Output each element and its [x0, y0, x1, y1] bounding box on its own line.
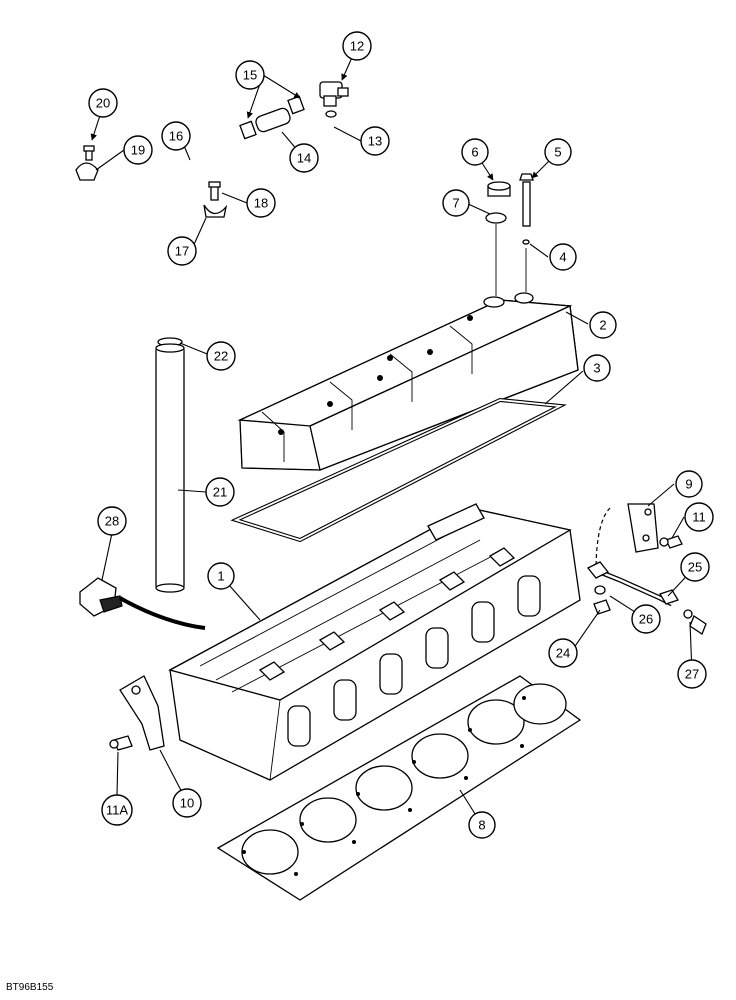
callout-16: 16: [161, 121, 191, 151]
plug-28: [79, 577, 206, 630]
callout-label: 27: [685, 667, 699, 682]
clamp-19: [75, 145, 99, 181]
callout-3: 3: [583, 354, 611, 382]
callout-label: 2: [599, 318, 606, 333]
callout-24: 24: [548, 638, 578, 668]
callout-7: 7: [442, 189, 470, 217]
callout-label: 8: [478, 818, 485, 833]
callout-27: 27: [677, 659, 707, 689]
tube-21: [155, 337, 185, 593]
breather-fitting: [319, 81, 349, 118]
callout-label: 1: [217, 569, 224, 584]
callout-label: 7: [452, 196, 459, 211]
callout-label: 25: [688, 560, 702, 575]
hose-and-clamps: [239, 95, 305, 140]
callout-label: 28: [105, 514, 119, 529]
callout-label: 13: [368, 134, 382, 149]
callout-26: 26: [631, 604, 661, 634]
callout-6: 6: [461, 138, 489, 166]
figure-reference-code: BT96B155: [6, 982, 54, 993]
callout-label: 15: [243, 68, 257, 83]
callout-11: 11: [684, 502, 714, 532]
valve-cover: [237, 292, 579, 471]
callout-2: 2: [589, 311, 617, 339]
callout-label: 19: [131, 143, 145, 158]
callout-4: 4: [549, 243, 577, 271]
callout-label: 12: [350, 39, 364, 54]
head-gasket: [216, 675, 582, 901]
callout-17: 17: [167, 236, 197, 266]
callout-11a: 11A: [101, 794, 133, 826]
callout-1: 1: [207, 562, 235, 590]
callout-label: 9: [685, 477, 692, 492]
callout-8: 8: [468, 811, 496, 839]
coolant-line: [586, 507, 707, 635]
callout-label: 14: [297, 151, 311, 166]
clamp-17: [203, 181, 228, 218]
callout-label: 5: [554, 145, 561, 160]
callout-19: 19: [123, 135, 153, 165]
callout-10: 10: [172, 788, 202, 818]
callout-28: 28: [97, 506, 127, 536]
callout-label: 24: [556, 646, 570, 661]
callout-9: 9: [675, 470, 703, 498]
callout-18: 18: [246, 188, 276, 218]
callout-label: 18: [254, 196, 268, 211]
callout-label: 6: [471, 145, 478, 160]
lifting-bracket-rear: [627, 503, 683, 553]
callout-label: 26: [639, 612, 653, 627]
callout-21: 21: [205, 477, 235, 507]
callout-20: 20: [88, 88, 118, 118]
callout-14: 14: [289, 143, 319, 173]
callout-label: 22: [214, 349, 228, 364]
callout-label: 20: [96, 96, 110, 111]
callout-12: 12: [342, 31, 372, 61]
callout-label: 10: [180, 796, 194, 811]
callout-25: 25: [680, 552, 710, 582]
callout-13: 13: [360, 126, 390, 156]
valve-cover-gasket: [230, 397, 567, 543]
callout-label: 17: [175, 244, 189, 259]
callout-15: 15: [235, 60, 265, 90]
cylinder-head: [168, 503, 581, 781]
valve-cover-hardware: [485, 173, 534, 296]
callout-label: 11A: [106, 803, 128, 818]
lifting-bracket-front: [109, 675, 165, 751]
breather-tube: [124, 140, 239, 319]
callout-5: 5: [544, 138, 572, 166]
callout-label: 4: [559, 250, 566, 265]
callout-label: 3: [593, 361, 600, 376]
callout-label: 16: [169, 129, 183, 144]
callout-label: 11: [692, 510, 706, 525]
callout-22: 22: [206, 341, 236, 371]
callout-label: 21: [213, 485, 227, 500]
